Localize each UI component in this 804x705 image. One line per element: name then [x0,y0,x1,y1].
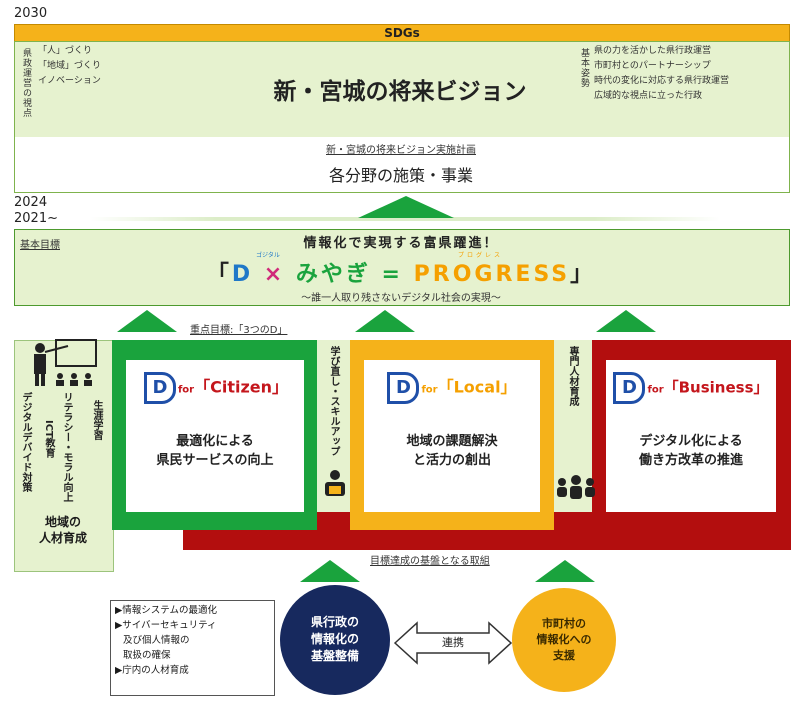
vision-left-vertical: 県政運営の視点 [21,48,31,118]
vision-right-list: 県の力を活かした県行政運営 市町村とのパートナーシップ 時代の変化に対応する県行… [594,44,729,104]
regional-line1: 地域の [44,515,81,529]
vision-right-item: 時代の変化に対応する県行政運営 [594,76,730,86]
local-for: for [421,384,438,396]
relearn-label: 学び直し・スキルアップ [328,346,339,456]
blue-circle-line: 県行政の [310,615,359,629]
specialist-label: 専門人材育成 [567,346,578,406]
literacy-label: リテラシー・モラル向上 [61,392,72,502]
up-arrow-right [596,310,656,332]
left-green-panel [14,340,114,572]
business-for: for [647,384,664,396]
slogan-close: 」 [570,262,596,287]
up-arrow-left [117,310,177,332]
vision-left-item: 「人」づくり [38,46,93,56]
foundation-title: 目標達成の基盤となる取組 [370,556,490,567]
local-desc-line2: と活力の創出 [412,453,491,468]
up-arrow-yellow [535,560,595,582]
slogan-progress: PROGRESS [413,262,571,287]
goal-slogan: 「D × みやぎ = PROGRESS」 [14,256,788,288]
foundation-item: ▶サイバーセキュリティ [115,620,217,631]
slogan-d: D [231,262,254,287]
business-desc: デジタル化による 働き方改革の推進 [606,432,776,470]
citizen-for: for [177,384,195,396]
local-desc-line1: 地域の課題解決 [406,434,498,449]
up-arrow-center [355,310,415,332]
d-icon: D [143,372,176,404]
goal-box [14,229,790,306]
slogan-miyagi: みやぎ [295,262,371,287]
d-icon: D [387,372,420,404]
goal-subtitle: ～誰一人取り残さないデジタル社会の実現～ [301,293,501,304]
ruby-progress: プログレス [458,252,504,259]
yellow-circle-line: 支援 [553,649,575,662]
people-icon [557,475,595,499]
foundation-item: ▶情報システムの最適化 [115,605,218,616]
vision-right-vertical: 基本姿勢 [579,48,589,88]
plan-main: 各分野の施策・事業 [328,166,473,185]
laptop-user-icon [325,470,345,496]
teacher-icon [34,339,97,386]
citizen-desc: 最適化による 県民サービスの向上 [126,432,304,470]
lifelong-label: 生涯学習 [91,400,102,440]
year-2030: 2030 [14,6,48,21]
goal-label: 基本目標 [20,240,60,251]
up-arrow-blue [300,560,360,582]
double-arrow-icon [393,621,513,665]
foundation-item: ▶庁内の人材育成 [115,665,189,676]
local-desc: 地域の課題解決 と活力の創出 [364,432,540,470]
arrow-label: 連携 [442,636,464,649]
band [90,217,720,221]
focus-title: 重点目標:「3つのD」 [190,325,288,336]
foundation-item: 取扱の確保 [123,650,171,661]
slogan-open: 「 [206,262,232,287]
slogan-x: × [253,262,296,287]
vision-right-item: 県の力を活かした県行政運営 [594,46,712,56]
business-desc-line1: デジタル化による [639,434,743,449]
yellow-circle-line: 市町村の [542,617,586,630]
blue-circle-line: 情報化の [310,632,359,646]
vision-left-item: 「地域」づくり [38,61,102,71]
plan-box [14,137,790,193]
business-name: 「Business」 [663,378,769,397]
vision-left-list: 「人」づくり 「地域」づくり イノベーション [38,44,101,89]
goal-heading: 情報化で実現する富県躍進！ [303,236,499,251]
regional-label: 地域の 人材育成 [14,514,112,546]
yellow-circle: 市町村の 情報化への 支援 [512,588,616,692]
citizen-name: 「Citizen」 [194,377,289,397]
vision-right-item: 広域的な視点に立った行政 [594,91,703,101]
ruby-d: ゴジタル [256,252,280,259]
plan-subtitle: 新・宮城の将来ビジョン実施計画 [326,145,476,156]
sdgs-bar: SDGs [14,24,790,42]
up-arrow-main [358,196,454,218]
year-2021: 2021~ [14,211,58,226]
business-desc-line2: 働き方改革の推進 [638,453,743,468]
slogan-eq: = [370,262,414,287]
blue-circle-line: 基盤整備 [310,649,359,663]
citizen-desc-line2: 県民サービスの向上 [156,453,274,468]
yellow-circle-line: 情報化への [536,633,592,646]
vision-box [14,41,790,138]
year-2024: 2024 [14,195,48,210]
regional-line2: 人材育成 [38,531,87,545]
d-icon: D [613,372,646,404]
vision-title: 新・宮城の将来ビジョン [273,79,527,105]
foundation-item: 及び個人情報の [123,635,190,646]
foundation-list: ▶情報システムの最適化 ▶サイバーセキュリティ 及び個人情報の 取扱の確保 ▶庁… [110,600,275,696]
local-name: 「Local」 [437,377,517,397]
ict-label: ICT教育 [43,420,54,458]
citizen-desc-line1: 最適化による [176,434,254,449]
vision-left-item: イノベーション [38,76,101,86]
vision-right-item: 市町村とのパートナーシップ [594,61,711,71]
digital-divide-label: デジタルデバイド対策 [20,392,31,492]
blue-circle: 県行政の 情報化の 基盤整備 [280,585,390,695]
